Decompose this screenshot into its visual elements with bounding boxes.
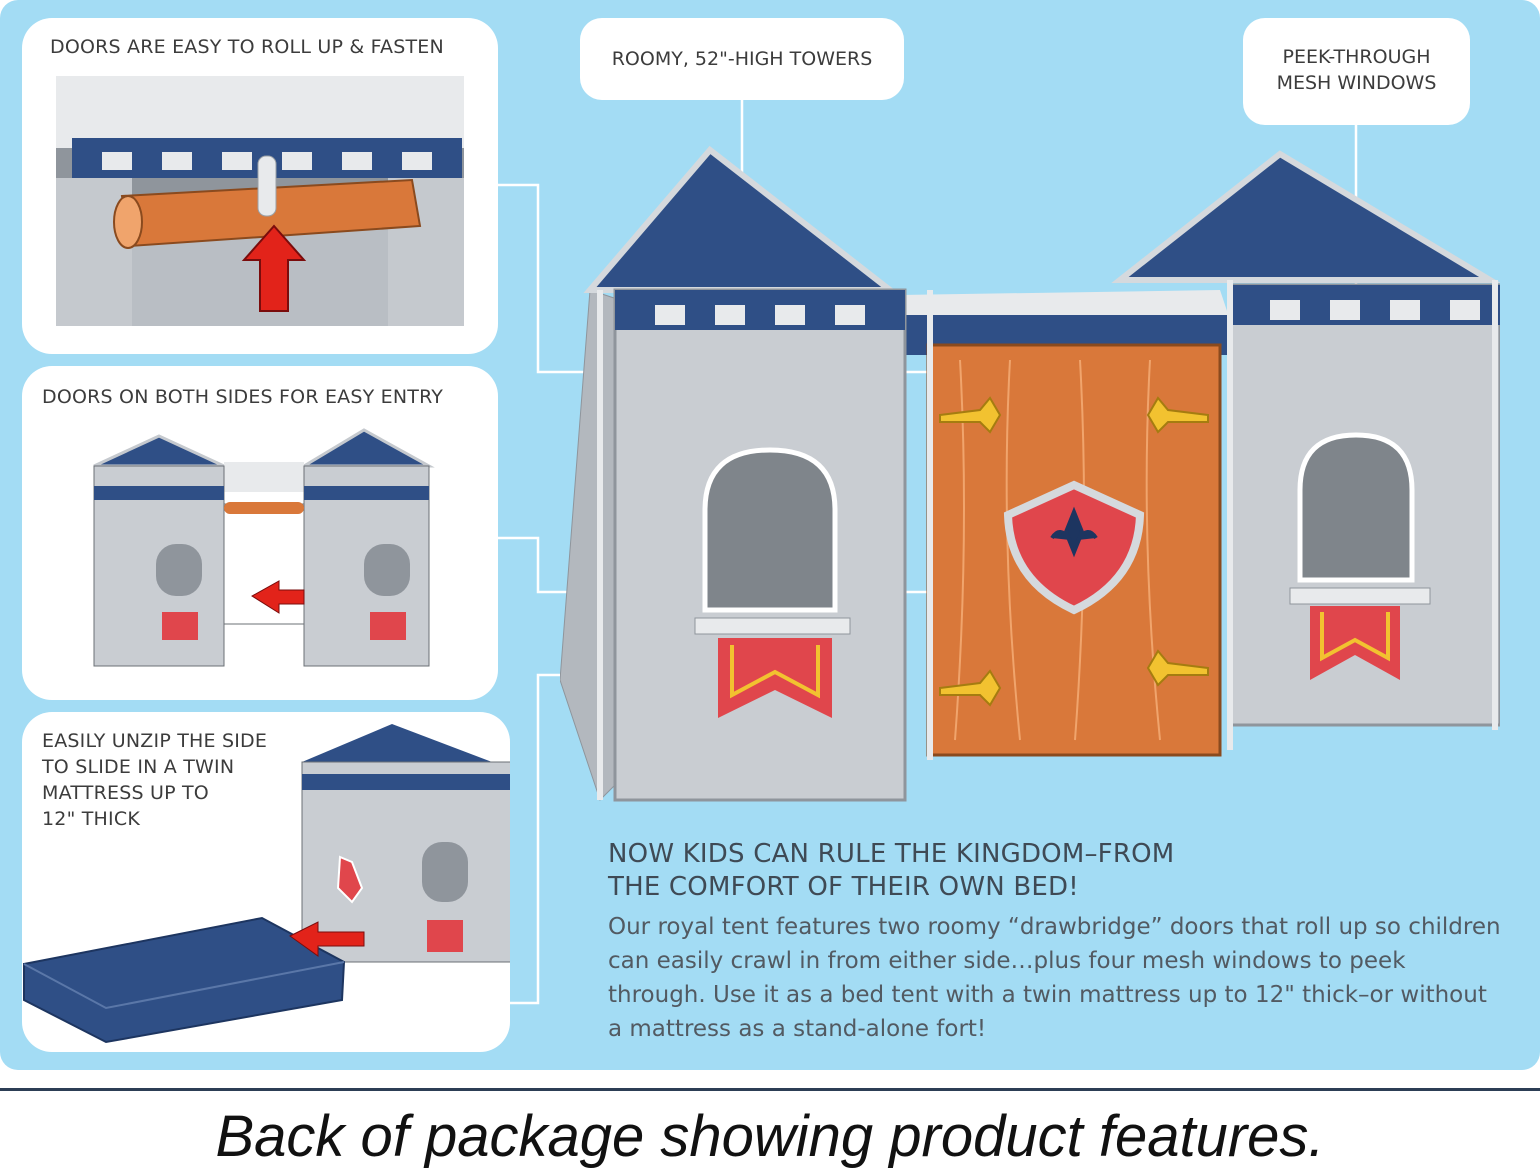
- entry-arrow-icon: [251, 580, 305, 614]
- callout-roll-up-doors: DOORS ARE EASY TO ROLL UP & FASTEN: [22, 18, 498, 354]
- label-mesh-windows-line-1: PEEK-THROUGH: [1282, 46, 1431, 68]
- headline: NOW KIDS CAN RULE THE KINGDOM–FROM THE C…: [608, 838, 1174, 904]
- label-towers: ROOMY, 52"-HIGH TOWERS: [580, 18, 904, 100]
- callout-unzip-side: EASILY UNZIP THE SIDE TO SLIDE IN A TWIN…: [22, 712, 510, 1052]
- castle-tent-illustration: [560, 145, 1500, 802]
- small-castle-tent-illustration: [93, 428, 435, 667]
- banner-right: [1310, 606, 1400, 680]
- callout-both-sides: DOORS ON BOTH SIDES FOR EASY ENTRY: [22, 366, 498, 700]
- callout-unzip-line-1: EASILY UNZIP THE SIDE: [42, 730, 268, 752]
- divider: [0, 1088, 1540, 1091]
- mesh-window-right: [1297, 432, 1415, 583]
- rolled-door-illustration: [52, 76, 468, 326]
- up-arrow-icon: [241, 224, 307, 312]
- label-mesh-windows-line-2: MESH WINDOWS: [1276, 72, 1437, 94]
- banner-left: [718, 638, 832, 718]
- callout-unzip-line-2: TO SLIDE IN A TWIN: [42, 756, 235, 778]
- feature-panel: DOORS ARE EASY TO ROLL UP & FASTEN DOORS…: [0, 0, 1540, 1070]
- mesh-window-left: [702, 447, 838, 613]
- headline-line-1: NOW KIDS CAN RULE THE KINGDOM–FROM: [608, 839, 1175, 869]
- mattress-tent-illustration: [23, 724, 510, 1044]
- body-text: Our royal tent features two roomy “drawb…: [608, 914, 1501, 1042]
- caption: Back of package showing product features…: [215, 1104, 1325, 1169]
- callout-unzip-line-3: MATTRESS UP TO: [42, 782, 209, 804]
- callout-both-sides-text: DOORS ON BOTH SIDES FOR EASY ENTRY: [42, 386, 444, 408]
- callout-unzip-line-4: 12" THICK: [42, 808, 140, 830]
- callout-roll-up-text: DOORS ARE EASY TO ROLL UP & FASTEN: [50, 36, 444, 58]
- label-mesh-windows: PEEK-THROUGH MESH WINDOWS: [1243, 18, 1470, 125]
- headline-line-2: THE COMFORT OF THEIR OWN BED!: [608, 872, 1079, 902]
